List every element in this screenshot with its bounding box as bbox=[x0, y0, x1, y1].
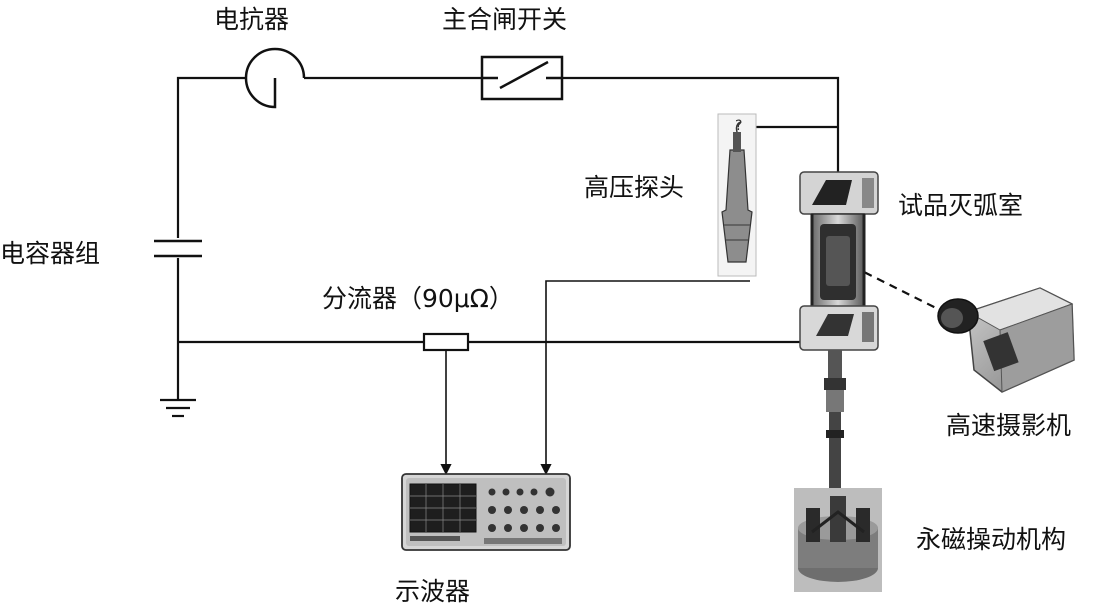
camera-sightline bbox=[851, 265, 945, 313]
drive-rod-image bbox=[824, 350, 846, 492]
label-oscilloscope: 示波器 bbox=[395, 577, 470, 606]
label-test-chamber: 试品灭弧室 bbox=[898, 191, 1023, 220]
label-high-speed-camera: 高速摄影机 bbox=[946, 411, 1071, 440]
label-shunt: 分流器（90μΩ） bbox=[322, 284, 514, 313]
reactor-symbol bbox=[244, 47, 306, 109]
high-speed-camera-image bbox=[937, 287, 1075, 393]
circuit-wires bbox=[176, 76, 842, 400]
label-capacitor-bank: 电容器组 bbox=[0, 239, 100, 268]
hv-probe-image: ? bbox=[717, 113, 757, 277]
ground-symbol bbox=[160, 398, 196, 418]
svg-text:?: ? bbox=[735, 118, 742, 134]
label-main-switch: 主合闸开关 bbox=[442, 5, 567, 34]
label-reactor: 电抗器 bbox=[214, 5, 289, 34]
capacitor-symbol bbox=[154, 239, 202, 258]
label-hv-probe: 高压探头 bbox=[584, 173, 684, 202]
test-chamber-image bbox=[799, 171, 879, 351]
main-switch-symbol bbox=[480, 55, 564, 101]
pm-actuator-image bbox=[794, 488, 882, 592]
signal-wires bbox=[440, 280, 750, 476]
shunt-resistor bbox=[422, 332, 470, 352]
label-pm-actuator: 永磁操动机构 bbox=[916, 525, 1066, 554]
oscilloscope-image bbox=[401, 473, 571, 551]
